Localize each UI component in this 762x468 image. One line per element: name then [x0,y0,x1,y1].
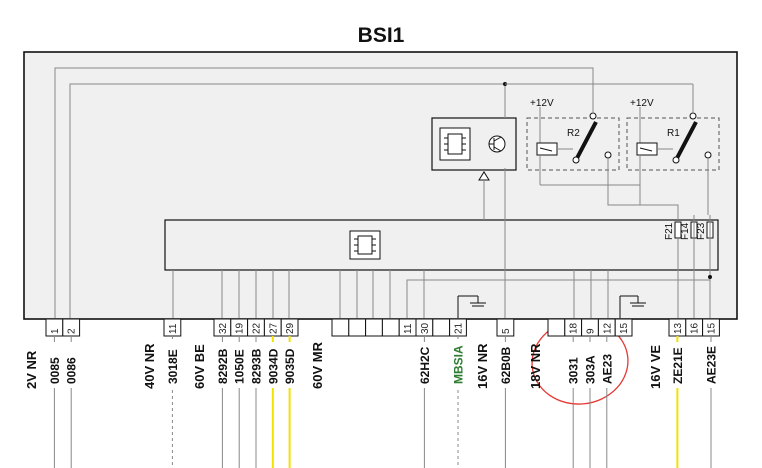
connector-pin [365,318,383,337]
wire-label-bg [282,342,297,388]
pin-number: 1 [50,328,61,334]
connector-pin [547,318,566,337]
wire-code: AE23E [705,346,719,384]
connector-label: 16V NR [475,343,490,389]
wire-label-bg [232,342,247,388]
pin-number: 11 [168,323,179,334]
wire-label-bg [215,342,230,388]
pin-number: 27 [268,322,279,334]
pin-number: 16 [690,322,701,334]
wire-label-bg [451,342,465,388]
wire-code: MBSIA [452,345,466,384]
connector-pin [432,318,451,337]
pin-number: 15 [707,322,718,334]
controller-chip-icon [439,127,471,161]
pin-number: 2 [67,328,78,334]
wire-code: 0085 [48,357,62,384]
ground-icon [619,295,646,318]
pin-number: 30 [420,322,431,334]
connector-3: 60V BE 32 8292B 19 1050E 22 8293B 27 9034D 29 9035… [192,318,299,468]
wire-code: 1050E [233,349,247,384]
fuse-group [674,215,714,318]
relay-r1-box [626,117,720,171]
wire-label-bg [583,342,597,388]
wire-code: ZE21E [671,347,685,384]
connector-5: 16V NR 5 62B0B [475,318,515,468]
wire-label-bg [704,342,718,388]
connector-label: 60V BE [192,344,207,389]
pin-number: 5 [501,328,512,334]
connector-label: 2V NR [24,350,39,389]
module-output-wires [172,168,710,318]
connector-label: 40V NR [142,343,157,389]
wire-code: 3018E [166,349,180,384]
pin-number: 19 [235,322,246,334]
pin-number: 32 [218,322,229,334]
connector-label: 18V NR [528,343,543,389]
connector-label: 60V MR [310,341,325,389]
wire-code: 62B0B [499,346,513,384]
pin-number: 12 [602,322,613,334]
fuse-label-f23: F23 [696,222,707,240]
wire-label-bg [566,342,581,388]
relay-r2-box [526,117,620,171]
pin-number: 15 [619,322,630,334]
connector-pin [614,318,633,337]
pin-number: 29 [285,322,296,334]
connector-pin [348,318,367,337]
wire-code: 0086 [65,357,79,384]
relay-r1-name: R1 [667,128,680,139]
wire-code: 303A [584,355,598,384]
connector-label: 16V VE [648,345,663,389]
transistor-icon [488,135,506,153]
pin-number: 13 [673,322,684,334]
wire-label-bg [265,342,280,388]
wire-label-bg [64,342,79,388]
wire-label-bg [417,342,432,388]
wire-label-bg [165,342,180,388]
wire-code: 8293B [250,348,264,384]
diagram-title: BSI1 [358,24,405,47]
pin-number: 9 [586,328,597,334]
relay-r1-coil-icon [636,107,673,182]
pin-number: 22 [252,322,263,334]
pin-number: 21 [454,322,465,334]
fuse-label-f14: F14 [680,222,691,240]
wire-label-bg [249,342,263,388]
wire-label-bg [670,342,685,388]
internal-module [164,219,719,271]
connector-1: 2V NR 1 0085 2 0086 [24,318,81,468]
pin-number: 18 [569,322,580,334]
connectors-layer: 2V NR 1 0085 2 0086 40V NR 11 3018E 60V BE 32 8292… [24,318,720,468]
connector-pin [331,318,350,337]
wire-label-bg [498,342,513,388]
wire-code: 9034D [266,348,280,384]
relay-r2-name: R2 [567,128,580,139]
wire-label-bg [47,342,62,388]
ground-icon [457,295,486,318]
relay-r2-coil-icon [536,107,573,185]
relay-r2-supply: +12V [530,98,554,109]
connector-pin [381,318,400,337]
wire-code: 9035D [283,348,297,384]
relay-r1-supply: +12V [630,98,654,109]
wire-code: 3031 [567,357,581,384]
wire-label-bg [599,342,614,388]
wire-code: 62H2C [418,346,432,384]
relay-r2-switch-icon [572,112,612,164]
pin-number: 11 [403,323,414,334]
fuse-label-f21: F21 [664,222,675,240]
internal-wiring [54,67,709,318]
wire-code: 8292B [216,348,230,384]
module-chip-icon [349,230,381,260]
connector-2: 40V NR 11 3018E [142,318,182,468]
wire-code: AE23 [600,354,614,384]
